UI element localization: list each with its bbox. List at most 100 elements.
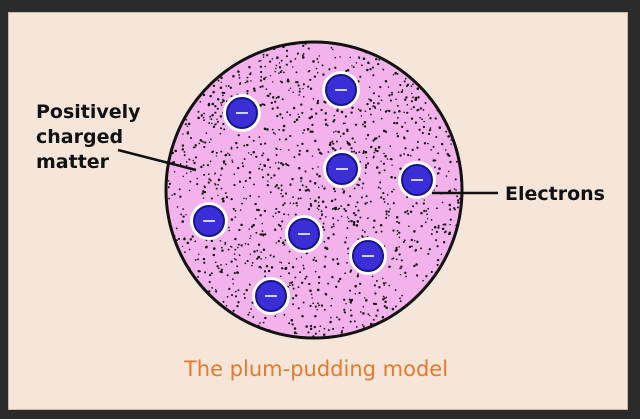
speckle-dot [366,133,370,137]
speckle-dot [423,120,426,123]
speckle-dot [424,221,427,224]
speckle-dot [246,92,249,95]
speckle-dot [436,263,439,266]
speckle-dot [372,302,376,305]
speckle-dot [412,83,414,86]
speckle-dot [289,202,292,204]
speckle-dot [269,92,272,95]
speckle-dot [219,270,222,273]
speckle-dot [422,202,425,205]
speckle-dot [264,316,267,320]
speckle-dot [292,196,294,198]
speckle-dot [444,149,447,151]
speckle-dot [391,164,393,166]
speckle-dot [323,240,326,243]
speckle-dot [313,182,317,185]
speckle-dot [237,246,239,249]
speckle-dot [279,148,282,151]
speckle-dot [172,161,176,164]
speckle-dot [404,77,407,80]
speckle-dot [225,85,228,87]
speckle-dot [362,312,365,315]
speckle-dot [279,237,282,239]
speckle-dot [298,90,301,93]
speckle-dot [215,151,218,154]
speckle-dot [286,80,289,83]
speckle-dot [435,184,438,187]
speckle-dot [424,102,427,104]
speckle-dot [284,192,288,195]
speckle-dot [318,174,321,178]
speckle-dot [358,178,361,181]
speckle-dot [432,145,435,148]
speckle-dot [457,206,459,209]
speckle-dot [174,149,177,153]
speckle-dot [217,267,220,270]
speckle-dot [388,265,391,268]
speckle-dot [259,233,262,236]
speckle-dot [200,165,203,169]
speckle-dot [208,280,211,284]
speckle-dot [373,284,376,287]
speckle-dot [259,163,262,166]
speckle-dot [231,159,233,161]
speckle-dot [241,162,244,165]
speckle-dot [330,316,332,319]
speckle-dot [260,258,262,260]
speckle-dot [274,162,277,164]
speckle-dot [304,170,307,173]
speckle-dot [436,207,438,210]
speckle-dot [212,125,216,128]
speckle-dot [262,248,266,251]
speckle-dot [372,318,375,321]
speckle-dot [182,175,184,178]
speckle-dot [333,131,335,133]
speckle-dot [375,279,378,282]
speckle-dot [338,207,341,210]
speckle-dot [263,77,266,81]
speckle-dot [243,297,246,299]
speckle-dot [246,260,249,263]
speckle-dot [273,228,277,231]
speckle-dot [320,304,324,307]
speckle-dot [317,204,321,208]
speckle-dot [364,164,368,167]
speckle-dot [263,164,267,167]
speckle-dot [286,78,290,81]
speckle-dot [364,110,367,113]
speckle-dot [382,282,386,285]
speckle-dot [286,111,289,114]
speckle-dot [404,98,407,101]
speckle-dot [361,123,364,126]
speckle-dot [272,131,275,134]
speckle-dot [317,304,320,307]
speckle-dot [403,239,406,242]
speckle-dot [297,307,300,310]
speckle-dot [212,253,216,257]
speckle-dot [396,132,398,135]
speckle-dot [175,227,178,230]
speckle-dot [295,258,298,260]
speckle-dot [398,221,401,224]
speckle-dot [365,156,368,159]
speckle-dot [257,255,261,259]
speckle-dot [243,158,246,161]
speckle-dot [333,118,336,121]
speckle-dot [223,128,226,131]
electron [322,71,360,109]
speckle-dot [392,73,395,76]
speckle-dot [302,87,304,90]
speckle-dot [249,284,251,286]
speckle-dot [217,178,221,182]
electron [223,94,261,132]
speckle-dot [250,235,252,237]
speckle-dot [223,91,226,95]
speckle-dot [356,183,359,186]
speckle-dot [381,277,384,280]
speckle-dot [323,187,326,190]
speckle-dot [369,99,373,102]
speckle-dot [168,182,172,185]
speckle-dot [302,83,305,86]
speckle-dot [309,289,312,293]
